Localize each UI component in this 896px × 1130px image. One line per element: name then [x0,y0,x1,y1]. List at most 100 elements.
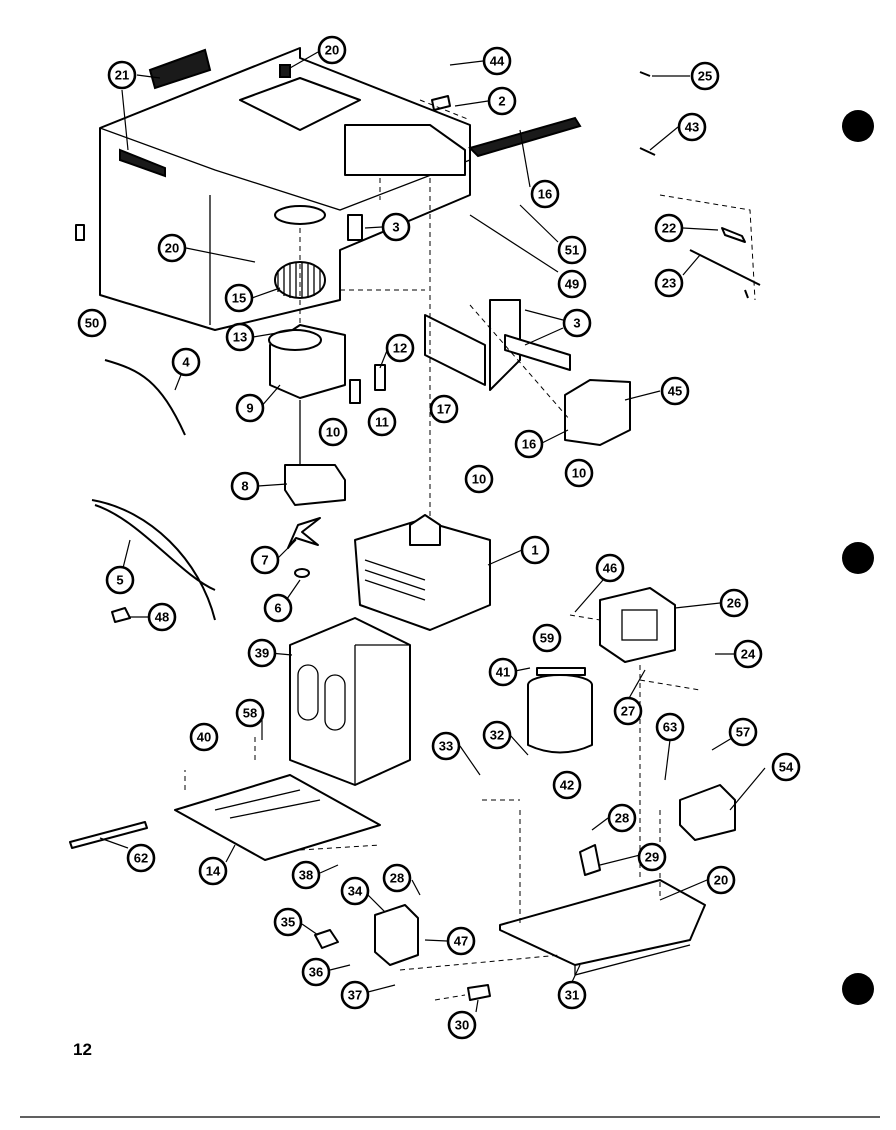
callout-20: 20 [706,865,736,895]
callout-label: 5 [116,573,123,588]
wire-harness-5 [91,499,216,621]
callout-39: 39 [247,638,277,668]
mounting-plate [499,879,706,966]
callout-54: 54 [771,752,801,782]
callout-label: 38 [299,868,313,883]
callout-22: 22 [654,213,684,243]
callout-label: 40 [197,730,211,745]
callout-63: 63 [655,712,685,742]
callout-label: 7 [261,553,268,568]
callout-28: 28 [607,803,637,833]
callout-label: 46 [603,561,617,576]
punch-hole [842,973,874,1005]
callout-label: 11 [375,415,389,430]
callout-20: 20 [157,233,187,263]
blower-housing [268,324,346,399]
callout-label: 10 [472,472,486,487]
callout-label: 21 [115,68,129,83]
leader-lines [99,51,766,1013]
callout-43: 43 [677,112,707,142]
magnetron [354,514,491,631]
callout-label: 1 [531,543,538,558]
callout-label: 45 [668,384,682,399]
callout-label: 57 [736,725,750,740]
callout-45: 45 [660,376,690,406]
callout-14: 14 [198,856,228,886]
outer-housing [99,47,471,331]
callout-label: 36 [309,965,323,980]
callout-label: 24 [741,647,756,662]
callout-16: 16 [514,429,544,459]
callout-label: 12 [393,341,407,356]
page-number: 12 [73,1040,92,1059]
callout-27: 27 [613,696,643,726]
transformer [289,617,411,786]
callout-34: 34 [340,876,370,906]
callout-23: 23 [654,268,684,298]
callout-label: 16 [522,437,536,452]
callout-label: 32 [490,728,504,743]
callout-label: 28 [390,871,404,886]
callout-10: 10 [318,417,348,447]
callout-41: 41 [488,657,518,687]
callout-label: 10 [326,425,340,440]
callout-label: 20 [165,241,179,256]
callout-17: 17 [429,394,459,424]
callout-13: 13 [225,322,255,352]
callout-35: 35 [273,907,303,937]
callout-label: 23 [662,276,676,291]
callout-5: 5 [105,565,135,595]
wire-harness-4 [104,359,186,436]
callout-30: 30 [447,1010,477,1040]
callout-label: 20 [714,873,728,888]
callout-40: 40 [189,722,219,752]
callout-label: 3 [573,316,580,331]
callout-38: 38 [291,860,321,890]
punch-hole [842,542,874,574]
callout-label: 3 [392,220,399,235]
callout-label: 41 [496,665,510,680]
callout-11: 11 [367,407,397,437]
fan-motor [284,400,346,506]
callout-48: 48 [147,602,177,632]
callout-label: 31 [565,988,579,1003]
callout-10: 10 [464,464,494,494]
callout-label: 14 [206,864,221,879]
callout-label: 17 [437,402,451,417]
callout-label: 35 [281,915,295,930]
callout-label: 54 [779,760,794,775]
callout-29: 29 [637,842,667,872]
callout-7: 7 [250,545,280,575]
callout-4: 4 [171,347,201,377]
switch-bracket [468,116,582,158]
callout-12: 12 [385,333,415,363]
callout-36: 36 [301,957,331,987]
capacitor [527,667,593,754]
callout-label: 29 [645,850,659,865]
fan-blade [287,517,321,578]
callout-label: 2 [498,94,505,109]
callout-label: 43 [685,120,699,135]
callout-50: 50 [77,308,107,338]
callout-46: 46 [595,553,625,583]
callout-57: 57 [728,717,758,747]
callout-label: 26 [727,596,741,611]
callout-3: 3 [381,212,411,242]
callout-label: 28 [615,811,629,826]
callout-label: 58 [243,706,257,721]
callout-label: 4 [182,355,190,370]
callout-42: 42 [552,770,582,800]
small-parts [75,71,761,1001]
punch-hole [842,110,874,142]
callout-10: 10 [564,458,594,488]
callout-58: 58 [235,698,265,728]
callout-37: 37 [340,980,370,1010]
callout-62: 62 [126,843,156,873]
callout-3: 3 [562,308,592,338]
callout-15: 15 [224,283,254,313]
callout-47: 47 [446,926,476,956]
callout-2: 2 [487,86,517,116]
callout-26: 26 [719,588,749,618]
callout-label: 50 [85,316,99,331]
